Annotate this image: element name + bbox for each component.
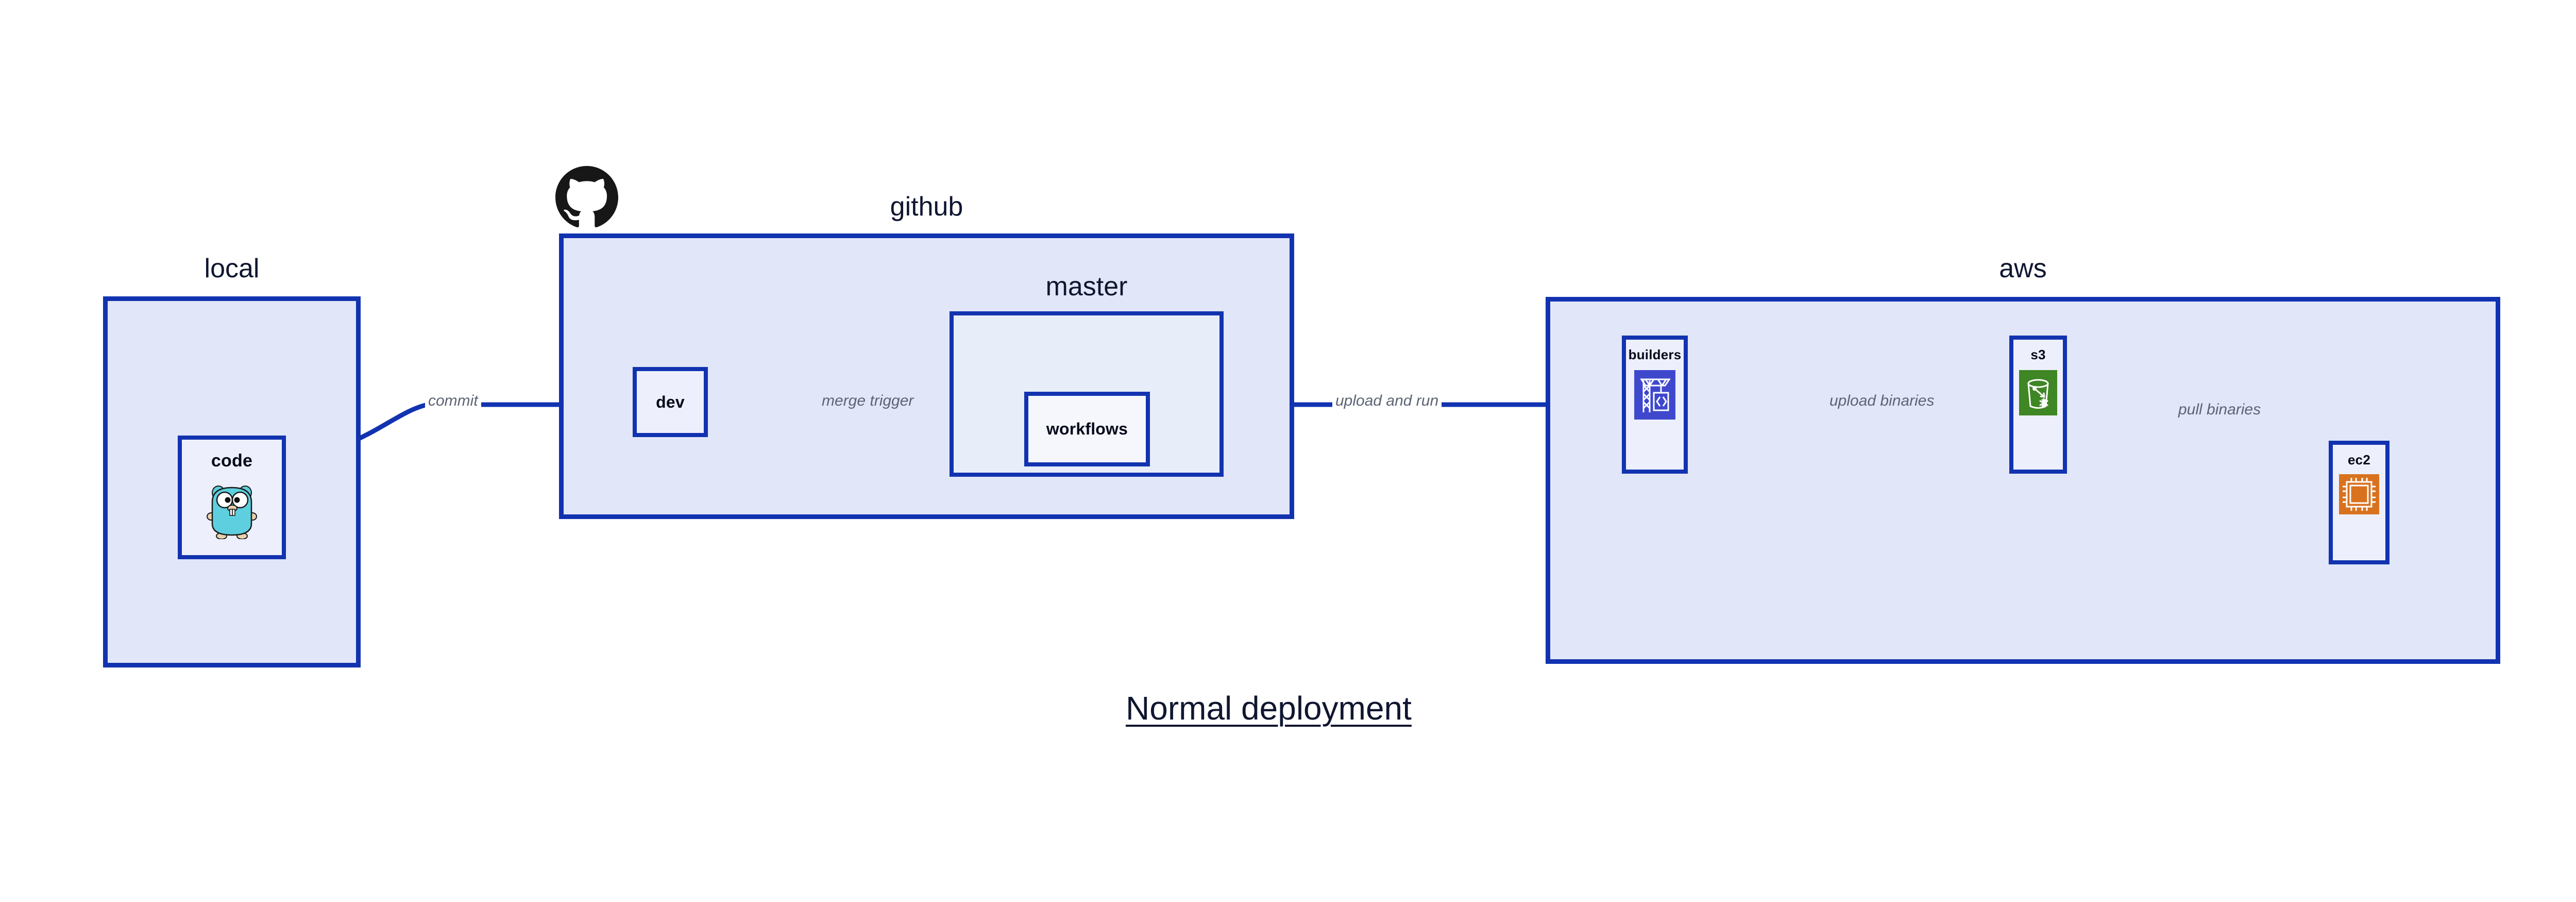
- aws-codebuild-icon: [1634, 370, 1675, 422]
- node-workflows[interactable]: workflows: [1024, 392, 1150, 466]
- node-label-code: code: [211, 451, 253, 471]
- node-label-s3: s3: [2030, 347, 2046, 362]
- node-label-dev: dev: [656, 392, 685, 411]
- node-code[interactable]: code: [178, 436, 286, 559]
- edge-label-upload-binaries: upload binaries: [1826, 393, 1938, 409]
- group-label-local: local: [204, 254, 260, 283]
- diagram-title: Normal deployment: [1126, 690, 1412, 727]
- node-dev[interactable]: dev: [633, 367, 708, 437]
- edge-label-commit: commit: [425, 393, 481, 409]
- node-builders[interactable]: builders: [1622, 336, 1688, 474]
- edge-label-pull-binaries: pull binaries: [2175, 402, 2264, 417]
- node-label-ec2: ec2: [2348, 452, 2370, 467]
- edge-label-upload-and-run: upload and run: [1332, 393, 1442, 409]
- edge-label-merge-trigger: merge trigger: [819, 393, 917, 409]
- aws-ec2-icon: [2339, 474, 2379, 517]
- node-ec2[interactable]: ec2: [2329, 441, 2389, 564]
- group-label-github: github: [890, 192, 963, 222]
- go-gopher-icon: [205, 479, 259, 542]
- github-octocat-icon: [555, 166, 618, 231]
- aws-s3-glacier-icon: [2019, 370, 2057, 418]
- node-s3[interactable]: s3: [2009, 336, 2067, 474]
- node-label-workflows: workflows: [1046, 420, 1128, 438]
- node-label-builders: builders: [1628, 347, 1682, 362]
- subgroup-label-master: master: [1045, 272, 1128, 302]
- group-label-aws: aws: [1999, 254, 2047, 283]
